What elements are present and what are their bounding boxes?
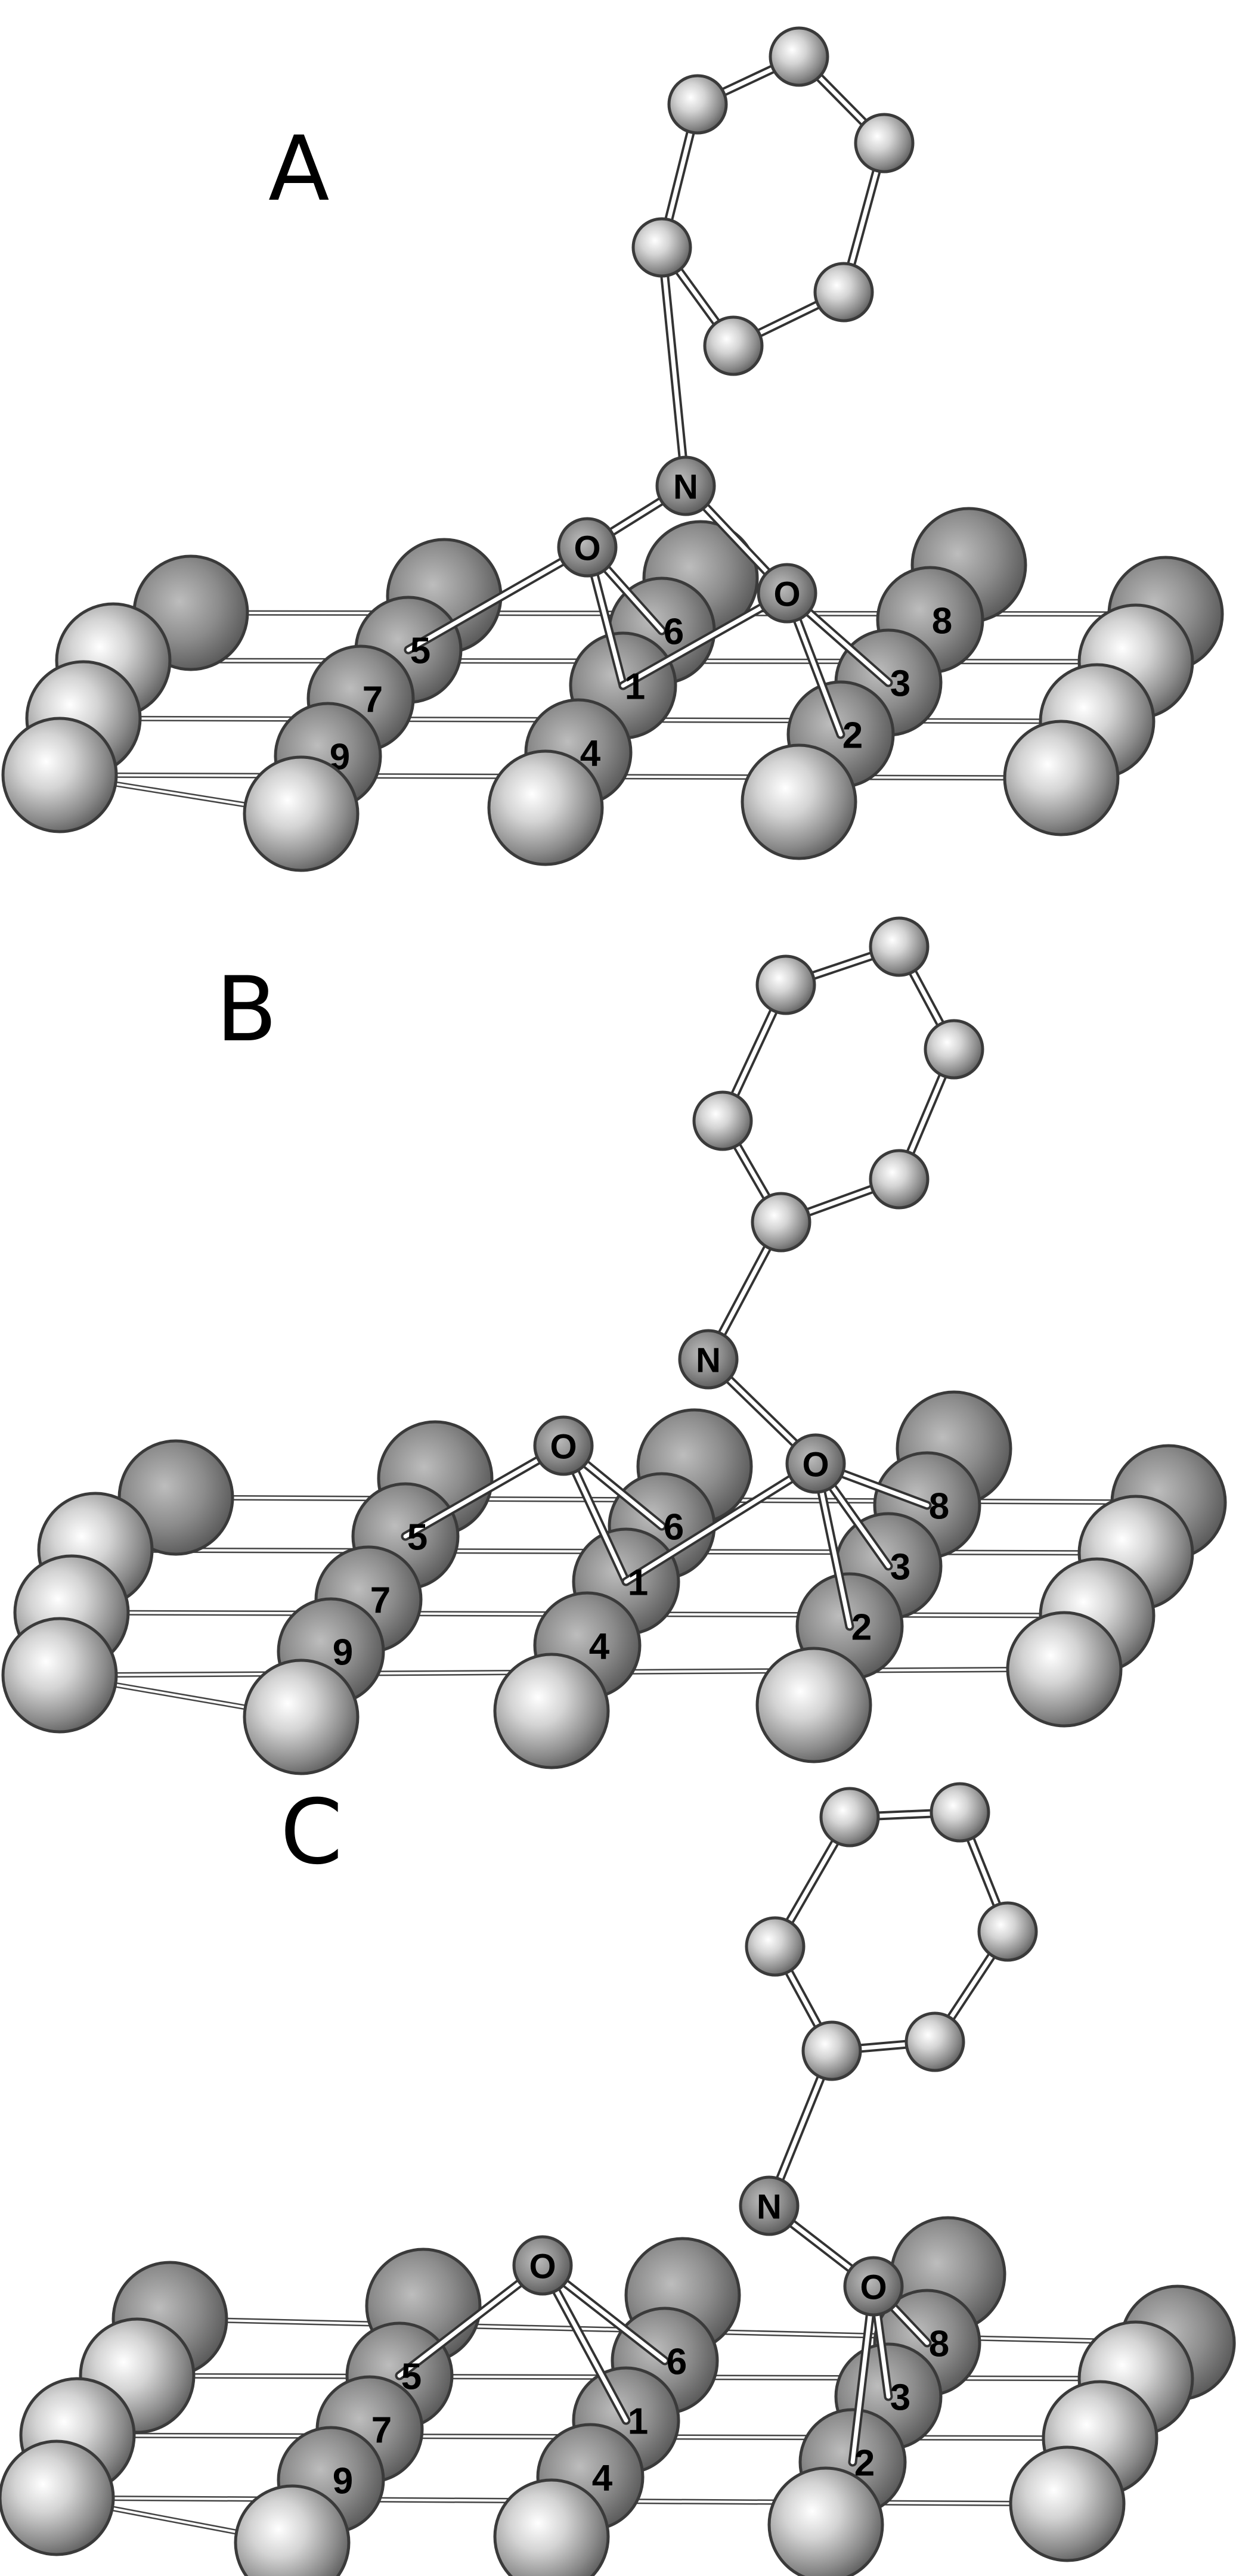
oxygen-atom xyxy=(557,517,618,578)
surface-atom-label-7: 7 xyxy=(371,2410,392,2451)
nitrogen-atom-label: N xyxy=(673,468,698,507)
surface-atom-label-2: 2 xyxy=(842,715,863,757)
oxygen-atom xyxy=(533,1415,594,1476)
surface-atom xyxy=(487,749,604,866)
oxygen-atom xyxy=(512,2235,573,2296)
panel-label-a: A xyxy=(268,117,330,221)
surface-atom-label-5: 5 xyxy=(401,2357,422,2398)
panel-label-c: C xyxy=(280,1781,343,1884)
panel-label-b: B xyxy=(216,958,277,1062)
surface-atom-label-6: 6 xyxy=(664,1507,684,1548)
ring-atom xyxy=(631,217,692,278)
oxygen-atom-label: O xyxy=(860,2268,887,2307)
ring-atom xyxy=(813,262,874,323)
ring-atom xyxy=(755,954,816,1015)
surface-atom-label-3: 3 xyxy=(890,1547,910,1588)
surface-atom-label-8: 8 xyxy=(932,601,952,642)
surface-atom-label-1: 1 xyxy=(628,2401,648,2442)
surface-atom xyxy=(0,2439,115,2556)
oxygen-atom-label: O xyxy=(574,529,600,568)
panel-b: 5 6 8 7 1 3 9 4 2 N O O xyxy=(1,916,1227,1775)
surface-atom-label-8: 8 xyxy=(929,2324,949,2365)
ring-atom xyxy=(667,74,728,135)
surface-atom xyxy=(1,1617,118,1734)
oxygen-atom-label: O xyxy=(529,2248,556,2286)
surface-atom xyxy=(1003,720,1120,836)
surface-atom xyxy=(243,1659,360,1775)
ring-atom xyxy=(819,1787,880,1847)
ring-atom xyxy=(854,113,915,173)
surface-atom-label-8: 8 xyxy=(929,1486,949,1527)
nitrogen-atom xyxy=(678,1329,739,1390)
surface-atom-label-3: 3 xyxy=(890,2377,910,2419)
surface-atom-label-4: 4 xyxy=(589,1626,610,1667)
surface-atom xyxy=(755,1647,872,1763)
nitrogen-atom xyxy=(739,2175,800,2236)
molecule-bond xyxy=(395,2261,547,2380)
surface-atom-label-7: 7 xyxy=(370,1580,391,1622)
ring-atom xyxy=(769,26,829,87)
nitrogen-atom-label: N xyxy=(757,2188,782,2227)
oxygen-atom-label: O xyxy=(550,1428,577,1467)
oxygen-atom xyxy=(843,2256,904,2317)
ring-atom xyxy=(869,916,930,977)
surface-atom-label-3: 3 xyxy=(890,664,910,705)
surface-atom-label-9: 9 xyxy=(333,1632,353,1673)
surface-atom-label-2: 2 xyxy=(851,1607,872,1648)
oxygen-atom-label: O xyxy=(773,575,800,614)
surface-atom-label-7: 7 xyxy=(363,680,383,721)
surface-atom xyxy=(1,717,118,833)
ring-atom xyxy=(904,2011,965,2072)
ring-atom xyxy=(692,1090,753,1151)
surface-atom-label-5: 5 xyxy=(407,1517,428,1558)
ring-atom xyxy=(745,1916,806,1977)
ring-atom xyxy=(930,1782,990,1843)
surface-atom-label-9: 9 xyxy=(333,2461,353,2502)
surface-atom-label-6: 6 xyxy=(664,612,684,653)
nitrogen-atom-label: N xyxy=(696,1341,721,1380)
molecule-bond xyxy=(657,243,690,491)
surface-atom xyxy=(493,1653,610,1769)
ring-atom xyxy=(977,1901,1038,1962)
surface-atom xyxy=(243,755,360,872)
oxygen-atom xyxy=(785,1433,846,1494)
molecule-bond xyxy=(621,1459,820,1586)
surface-atom-label-5: 5 xyxy=(410,631,430,672)
surface-atom-label-1: 1 xyxy=(625,667,645,708)
ring-atom xyxy=(869,1149,930,1210)
ring-atom xyxy=(924,1019,984,1080)
surface-atom-label-6: 6 xyxy=(667,2342,687,2383)
surface-atom xyxy=(1009,2445,1126,2562)
oxygen-atom-label: O xyxy=(802,1446,829,1484)
ring-atom xyxy=(703,315,764,376)
oxygen-atom xyxy=(757,563,817,624)
surface-atom xyxy=(1006,1611,1123,1728)
surface-atom xyxy=(767,2466,884,2576)
ring-atom xyxy=(751,1192,811,1253)
molecule-bond xyxy=(404,543,592,655)
surface-atom xyxy=(493,2478,610,2576)
surface-atom xyxy=(234,2484,351,2576)
molecule-bond xyxy=(401,1441,568,1541)
surface-atom-label-4: 4 xyxy=(592,2458,613,2499)
surface-atom xyxy=(741,743,857,860)
molecule-bond xyxy=(618,588,792,690)
ring-atom xyxy=(801,2020,862,2081)
nitrogen-atom xyxy=(655,455,716,516)
surface-atom-label-1: 1 xyxy=(628,1563,648,1604)
